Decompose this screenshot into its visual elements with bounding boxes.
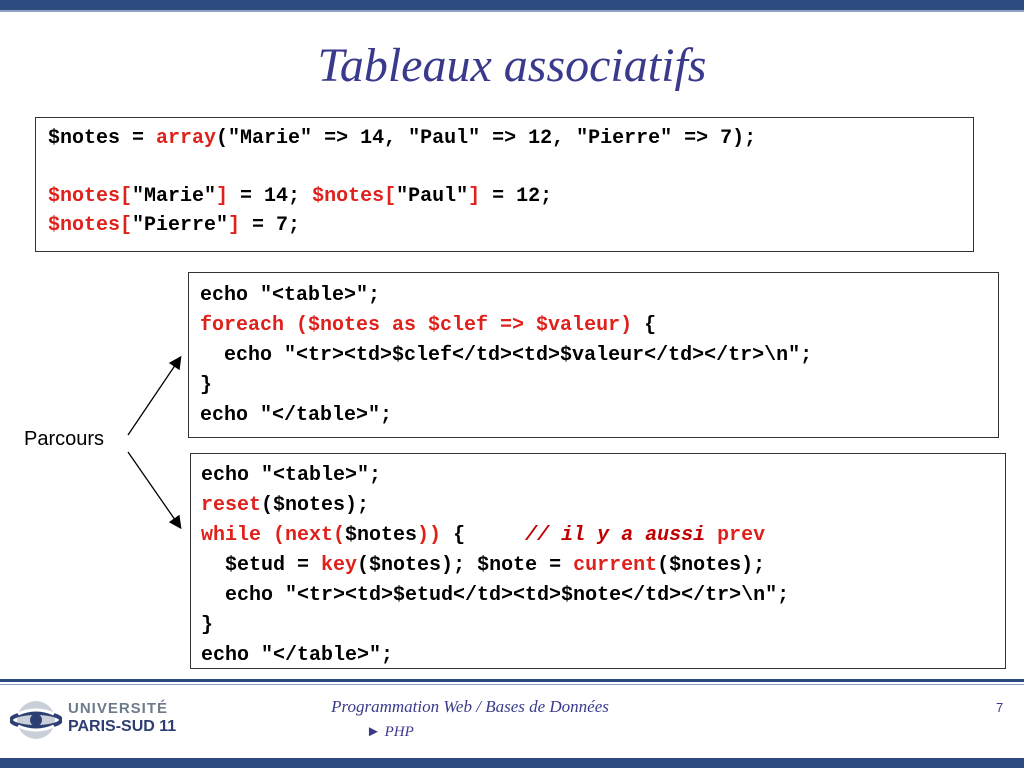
code-keyword: array [156,127,217,150]
code-line: while (next($notes)) { // il y a aussi p… [201,521,1005,551]
footer-section: ► PHP [366,724,414,740]
code-text: ($notes); [261,494,370,517]
code-text: "Paul" [396,185,469,208]
code-line-blank [48,153,973,182]
code-text: ("Marie" => 14, "Paul" => 12, "Pierre" =… [216,127,757,150]
code-text: { [441,524,526,547]
university-logo: UNIVERSITÉ PARIS-SUD 11 [10,694,180,750]
page-number: 7 [996,700,1004,715]
code-text: ($notes); $note = [357,554,574,577]
code-block-while-next: echo "<table>"; reset($notes); while (ne… [190,453,1006,669]
code-keyword: $notes[ [48,214,133,237]
code-line: $notes["Pierre"] = 7; [48,211,973,240]
university-emblem-icon [10,701,62,739]
code-line: $notes["Marie"] = 14; $notes["Paul"] = 1… [48,182,973,211]
code-line: } [201,614,214,637]
footer-rule-thin [0,684,1024,685]
code-keyword: reset [201,494,262,517]
parcours-label: Parcours [24,428,105,450]
code-keyword: foreach ($notes as $clef => $valeur) [200,314,633,337]
code-block-foreach: echo "<table>"; foreach ($notes as $clef… [188,272,999,438]
code-text: { [632,314,657,337]
slide-title: Tableaux associatifs [317,39,707,92]
code-text: "Marie" [132,185,217,208]
footer-rule [0,679,1024,682]
code-keyword: ] [468,185,481,208]
code-keyword: while (next( [201,524,346,547]
code-line: $etud = key($notes); $note = current($no… [201,551,1005,581]
bottom-accent-bar [0,758,1024,768]
code-keyword: )) [417,524,442,547]
code-line: $notes = array("Marie" => 14, "Paul" => … [48,124,973,153]
code-line: reset($notes); [201,491,1005,521]
code-keyword: $notes[ [312,185,397,208]
code-text: = 7; [240,214,301,237]
code-keyword: ] [216,185,229,208]
code-text: $etud = [201,554,322,577]
code-line: echo "<tr><td>$etud</td><td>$note</td></… [201,584,790,607]
logo-text-universite: UNIVERSITÉ [68,700,169,717]
code-line: echo "<table>"; [200,284,381,307]
code-comment: // il y a aussi [525,524,706,547]
arrow-to-while-block [127,451,182,530]
code-line: echo "</table>"; [201,644,394,667]
top-accent-bar [0,0,1024,10]
code-line: } [200,374,213,397]
code-text: = 12; [480,185,553,208]
code-keyword: current [573,554,658,577]
code-line: foreach ($notes as $clef => $valeur) { [200,311,998,341]
code-text: $notes [345,524,418,547]
code-line: echo "<tr><td>$clef</td><td>$valeur</td>… [200,344,813,367]
code-line: echo "</table>"; [200,404,393,427]
code-text: $notes = [48,127,157,150]
code-keyword: prev [705,524,766,547]
top-accent-rule [0,10,1024,12]
logo-text-paris-sud: PARIS-SUD 11 [68,718,177,735]
code-text: "Pierre" [132,214,229,237]
arrow-to-foreach-block [127,355,182,436]
footer-course-title: Programmation Web / Bases de Données [331,697,609,716]
code-block-array-definition: $notes = array("Marie" => 14, "Paul" => … [35,117,974,252]
code-text: ($notes); [657,554,766,577]
code-keyword: ] [228,214,241,237]
code-keyword: $notes[ [48,185,133,208]
code-keyword: key [321,554,358,577]
code-text: = 14; [228,185,313,208]
code-line: echo "<table>"; [201,464,382,487]
